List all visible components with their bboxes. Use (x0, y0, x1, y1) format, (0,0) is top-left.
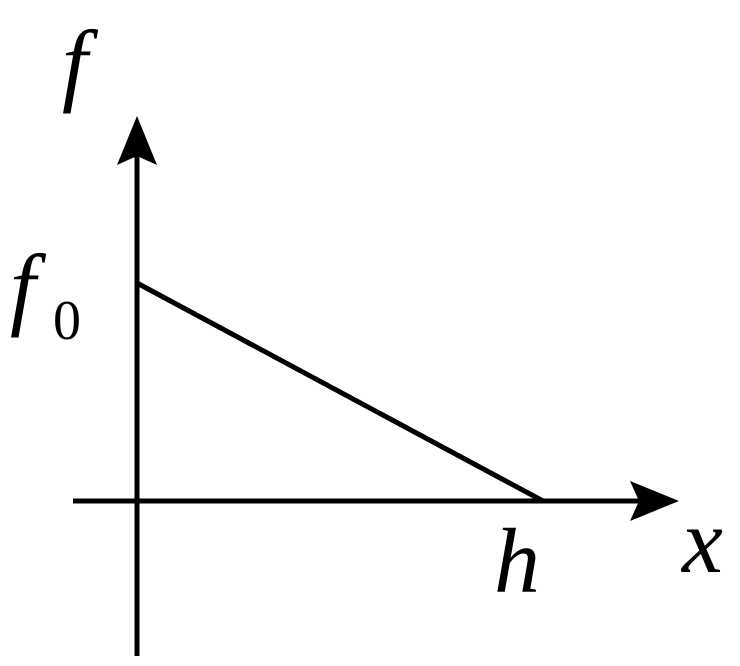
series-line (135, 280, 545, 504)
y-axis-label: f (62, 12, 99, 114)
y-intercept-label-main: f (10, 236, 47, 338)
y-intercept-label: f 0 (10, 236, 81, 352)
x-axis-label: x (680, 490, 723, 592)
x-intercept-label: h (494, 510, 540, 612)
y-axis-arrowhead (117, 116, 157, 165)
y-intercept-label-subscript: 0 (53, 290, 81, 352)
y-axis (117, 116, 157, 656)
x-axis-arrowhead (630, 481, 679, 521)
x-axis (73, 481, 679, 521)
